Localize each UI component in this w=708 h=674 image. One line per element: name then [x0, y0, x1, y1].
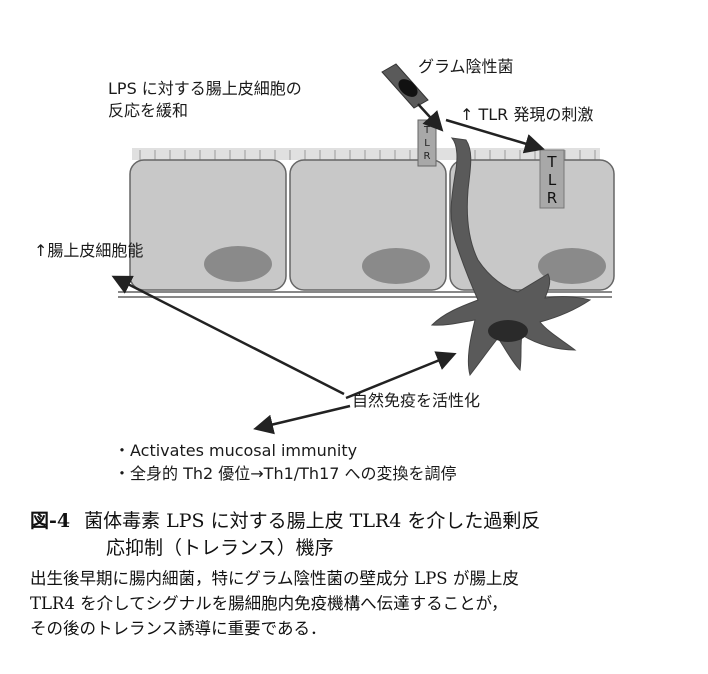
arrow-to-dendritic: [345, 351, 457, 400]
caption-line: 出生後早期に腸内細菌，特にグラム陰性菌の壁成分 LPS が腸上皮: [30, 569, 519, 588]
arrow-bacteria-to-tlr: [417, 103, 444, 132]
bacteria-label: グラム陰性菌: [418, 57, 514, 76]
bullet-item: ・Activates mucosal immunity: [114, 441, 358, 460]
tlr-large-letter: L: [548, 171, 557, 189]
lps-response-label-line1: LPS に対する腸上皮細胞の: [108, 79, 302, 98]
epithelial-cell-2: [289, 159, 447, 291]
tlr-receptor-small: T L R: [417, 119, 437, 167]
arrow-to-epi-function: [111, 275, 345, 396]
figure-title: 図-4 菌体毒素 LPS に対する腸上皮 TLR4 を介した過剰反: [30, 508, 540, 534]
caption-line: その後のトレランス誘導に重要である．: [30, 619, 327, 638]
figure-title-line2: 応抑制（トレランス）機序: [106, 537, 334, 559]
figure-title-line1: 菌体毒素 LPS に対する腸上皮 TLR4 を介した過剰反: [84, 510, 541, 532]
figure-label: 図-4: [30, 510, 71, 532]
lps-response-label-line2: 反応を緩和: [108, 101, 189, 120]
arrow-to-mucosal: [253, 404, 351, 435]
brush-border: [132, 148, 600, 160]
epithelial-cell-3: [449, 159, 615, 291]
tlr-large-letter: R: [547, 189, 557, 207]
dendritic-cell: [430, 137, 592, 377]
tlr-stimulation-label: ↑ TLR 発現の刺激: [460, 105, 594, 124]
tlr-small-letter: L: [424, 138, 430, 149]
arrows: [111, 103, 545, 435]
tlr-receptor-large: T L R: [539, 149, 565, 209]
tlr-small-letter: R: [424, 151, 431, 162]
epithelial-function-label: ↑腸上皮細胞能: [34, 241, 144, 260]
tolerance-diagram: T L R T L R: [111, 63, 615, 435]
tlr-large-letter: T: [546, 153, 557, 171]
bullet-item: ・全身的 Th2 優位→Th1/Th17 への変換を調停: [114, 464, 457, 483]
tlr-small-letter: T: [423, 125, 431, 136]
figure-caption-body: 出生後早期に腸内細菌，特にグラム陰性菌の壁成分 LPS が腸上皮 TLR4 を介…: [30, 566, 690, 641]
arrow-to-tlr-expression: [445, 118, 545, 154]
innate-immunity-label: 自然免疫を活性化: [352, 391, 481, 410]
gram-negative-bacterium: [381, 63, 429, 109]
caption-line: TLR4 を介してシグナルを腸細胞内免疫機構へ伝達することが，: [30, 594, 508, 613]
epithelial-cell-1: [129, 159, 287, 291]
